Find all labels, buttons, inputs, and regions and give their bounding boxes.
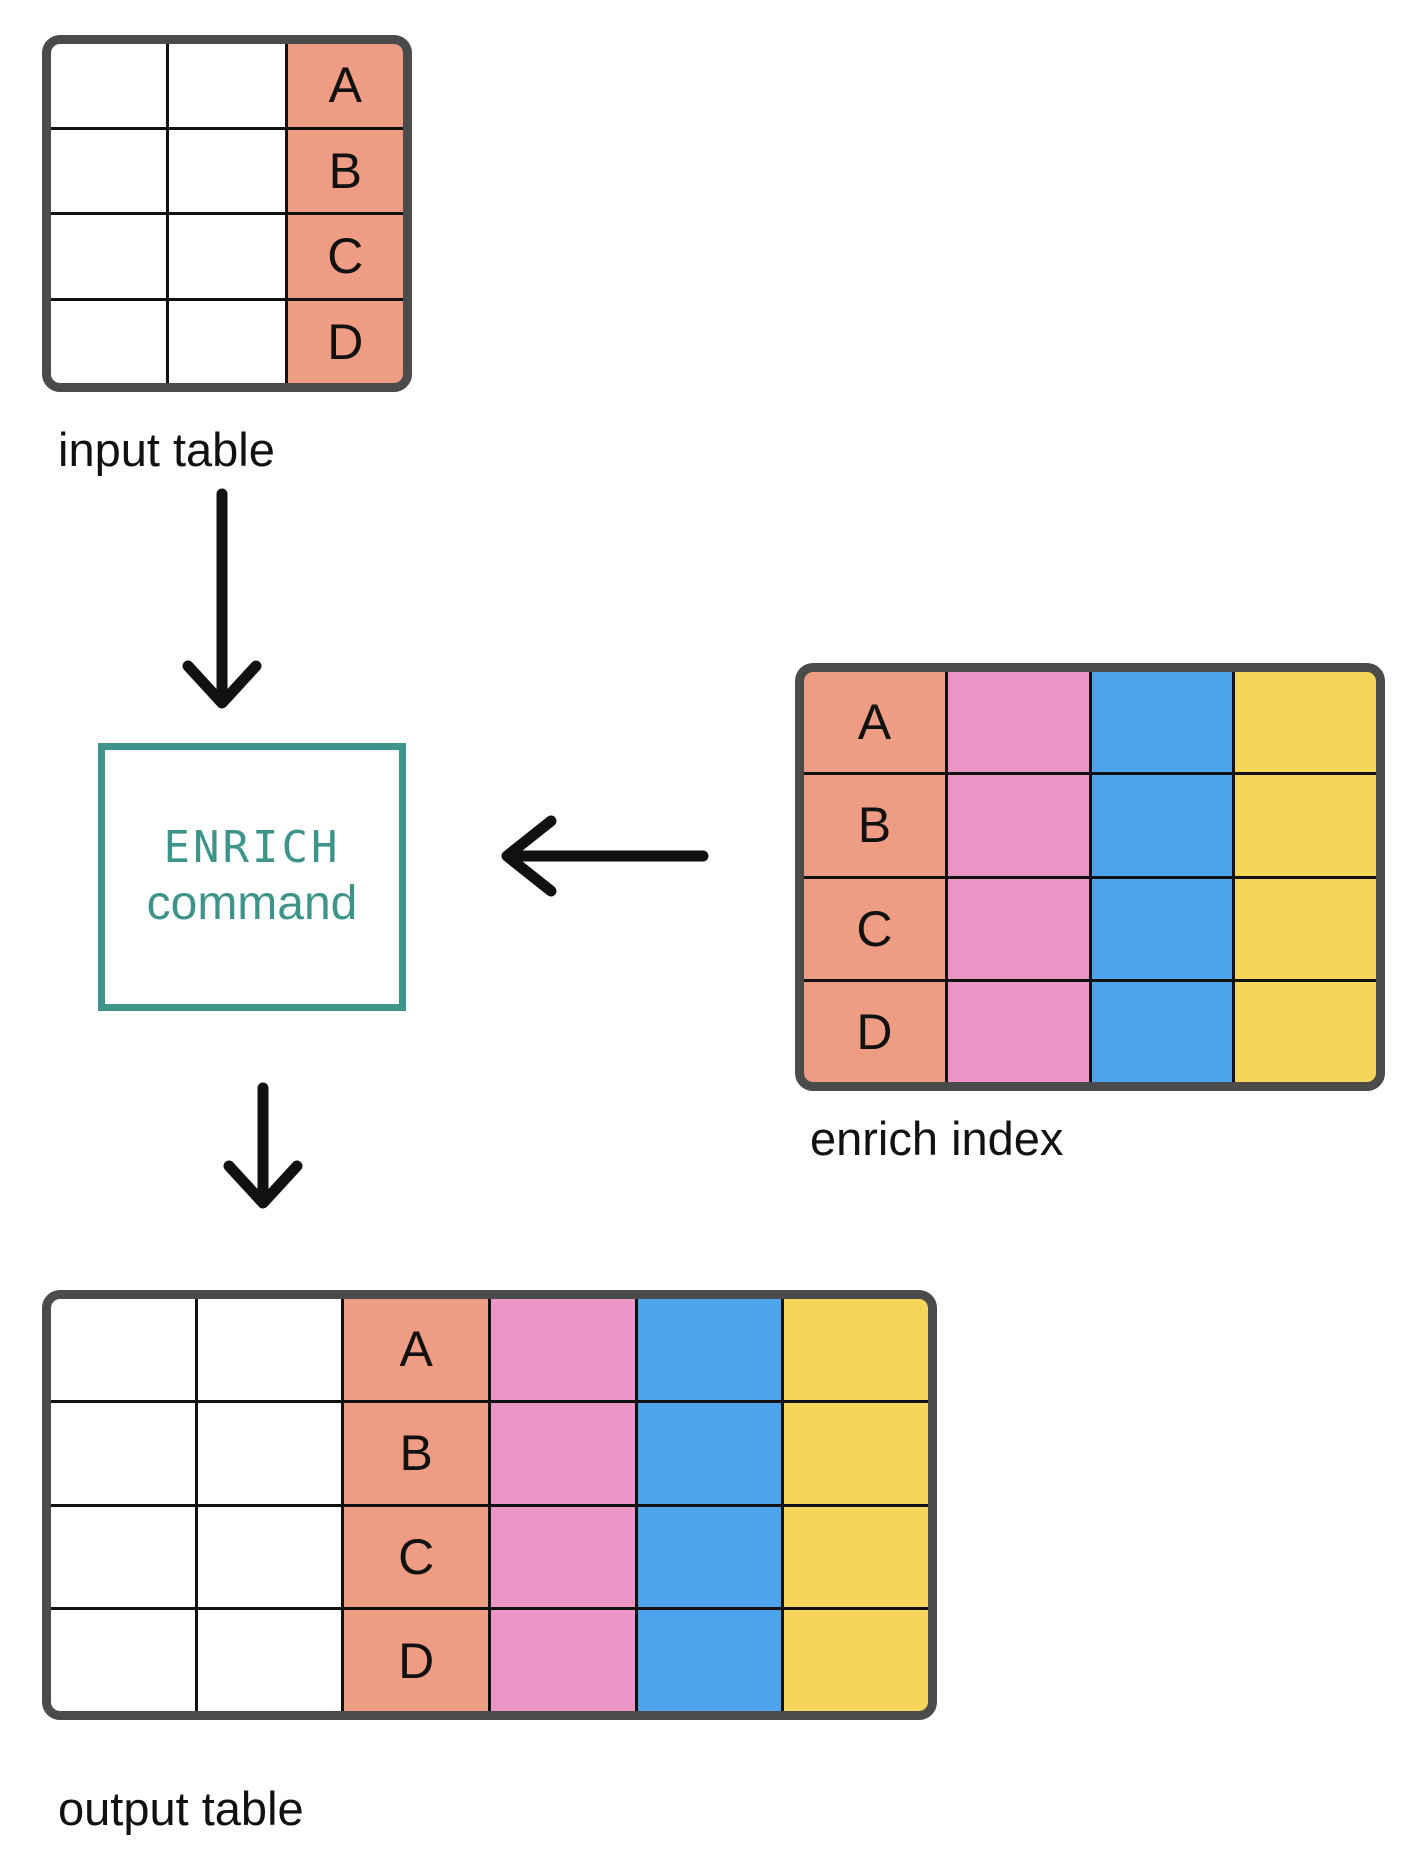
table-cell (1235, 775, 1376, 876)
key-cell-C: C (344, 1506, 488, 1608)
table-cell (51, 44, 167, 127)
table-cell (491, 1610, 635, 1711)
table-cell (51, 1402, 195, 1504)
key-cell-B: B (804, 775, 945, 876)
key-cell-D: D (344, 1610, 488, 1711)
key-cell-C: C (287, 215, 403, 298)
table-cell (169, 44, 285, 127)
table-cell (947, 775, 1089, 876)
table-cell (1235, 981, 1376, 1082)
down-arrow-input-to-command-icon (182, 488, 262, 709)
table-cell (1091, 981, 1233, 1082)
table-cell (784, 1402, 928, 1504)
key-cell-A: A (344, 1299, 488, 1400)
table-cell (637, 1402, 782, 1504)
key-cell-B: B (344, 1402, 488, 1504)
key-cell-C: C (804, 878, 945, 979)
table-cell (197, 1506, 342, 1608)
key-cell-D: D (287, 300, 403, 383)
table-cell (491, 1402, 635, 1504)
table-cell (1235, 878, 1376, 979)
table-cell (197, 1402, 342, 1504)
table-cell (784, 1506, 928, 1608)
table-cell (491, 1299, 635, 1400)
table-cell (491, 1506, 635, 1608)
enrich-index-label: enrich index (810, 1112, 1064, 1165)
table-cell (169, 129, 285, 212)
table-cell (1235, 672, 1376, 773)
table-cell (197, 1299, 342, 1400)
key-cell-A: A (287, 44, 403, 127)
table-cell (637, 1610, 782, 1711)
enrich-command-keyword: ENRICH (163, 822, 341, 873)
table-cell (784, 1610, 928, 1711)
down-arrow-command-to-output-icon (223, 1082, 303, 1209)
enrich-command-box: ENRICH command (98, 743, 406, 1011)
table-cell (197, 1610, 342, 1711)
table-cell (1091, 775, 1233, 876)
table-cell (51, 215, 167, 298)
output-table-label: output table (58, 1782, 304, 1835)
table-cell (51, 129, 167, 212)
input-table-label: input table (58, 423, 275, 476)
table-cell (784, 1299, 928, 1400)
key-cell-D: D (804, 981, 945, 1082)
table-cell (947, 672, 1089, 773)
table-cell (51, 1299, 195, 1400)
table-cell (637, 1299, 782, 1400)
table-cell (51, 1610, 195, 1711)
key-cell-B: B (287, 129, 403, 212)
table-cell (947, 878, 1089, 979)
table-cell (1091, 878, 1233, 979)
table-cell (51, 1506, 195, 1608)
enrich-command-word: command (146, 877, 358, 930)
left-arrow-index-to-command-icon (501, 815, 709, 897)
table-cell (169, 215, 285, 298)
table-cell (169, 300, 285, 383)
table-cell (637, 1506, 782, 1608)
table-cell (1091, 672, 1233, 773)
key-cell-A: A (804, 672, 945, 773)
table-cell (947, 981, 1089, 1082)
table-cell (51, 300, 167, 383)
